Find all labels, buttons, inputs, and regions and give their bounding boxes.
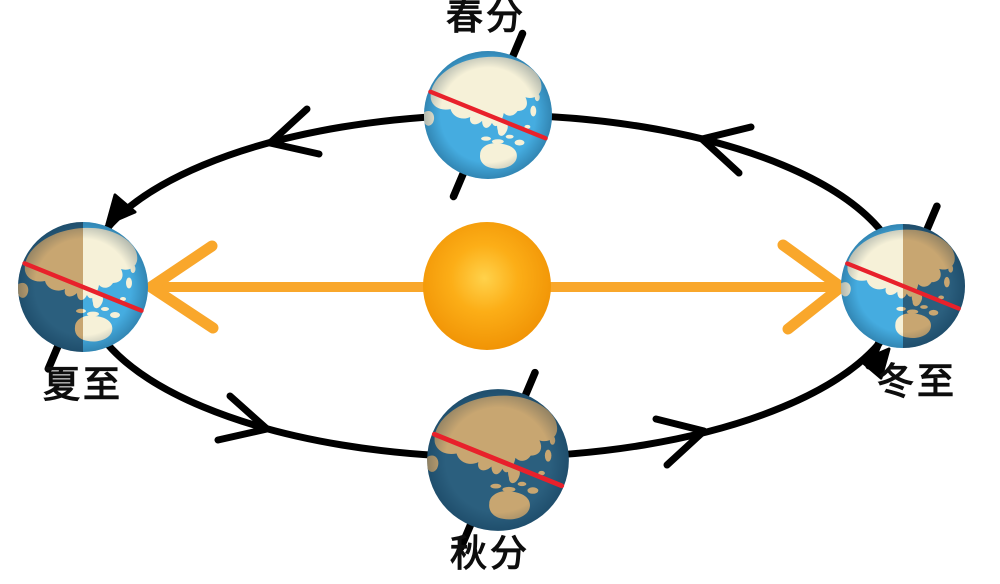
orbit-arrowhead-at-winter-earth xyxy=(859,347,891,380)
label-winter-solstice: 冬至 xyxy=(877,360,957,403)
label-autumn-equinox: 秋分 xyxy=(450,532,530,575)
equator-line xyxy=(431,431,565,489)
earth-winter-solstice xyxy=(840,202,966,370)
earth-summer-solstice xyxy=(18,201,148,373)
label-spring-equinox: 春分 xyxy=(446,0,526,38)
equator-line xyxy=(845,261,961,311)
equator-line xyxy=(22,261,144,313)
orbit-direction-arrow-bottom-right xyxy=(652,415,708,469)
earth-globe xyxy=(423,50,553,180)
orbit-direction-arrow-top-right xyxy=(698,123,755,177)
orbit-arrowhead-at-summer-earth xyxy=(105,193,137,226)
earth-globe xyxy=(427,389,569,531)
earth-globe xyxy=(18,222,148,352)
orbit-direction-arrow-top-left xyxy=(266,105,323,158)
sun xyxy=(423,222,551,350)
equator-line xyxy=(428,89,548,141)
label-summer-solstice: 夏至 xyxy=(43,363,123,406)
earth-spring-equinox xyxy=(423,29,553,201)
orbit-direction-arrow-bottom-left xyxy=(214,392,271,444)
earth-globe xyxy=(840,223,966,349)
earth-autumn-equinox xyxy=(427,368,569,552)
sunlight-arrowhead-left xyxy=(145,240,219,334)
